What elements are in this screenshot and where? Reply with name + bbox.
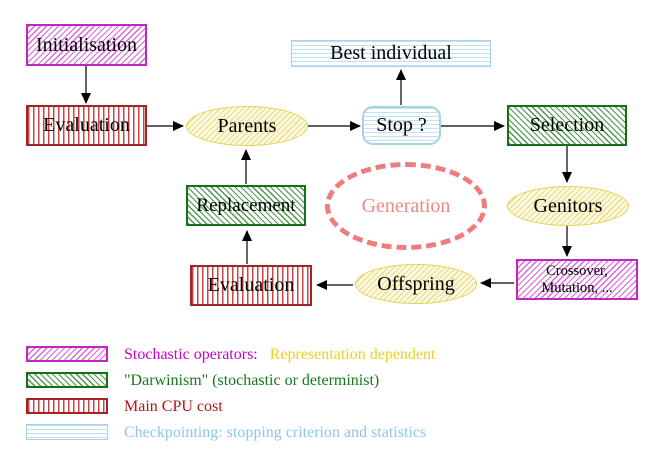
node-replacement: Replacement [186,185,306,226]
node-best-individual: Best individual [291,40,491,67]
legend-label-stochastic-operators: Stochastic operators: Representation depe… [124,345,435,364]
legend-swatch-darwinism [26,372,108,388]
legend-swatch-stochastic-operators [26,346,108,362]
legend-swatch-cpu-cost [26,398,108,414]
node-selection: Selection [507,105,627,146]
node-offspring: Offspring [355,264,477,304]
node-evaluation-bottom: Evaluation [190,265,312,306]
legend-swatch-checkpointing [26,424,108,440]
legend-label-cpu-cost: Main CPU cost [124,398,223,415]
crossover-line2: Mutation, ... [541,279,613,296]
node-generation: Generation [325,162,487,250]
legend-label-checkpointing: Checkpointing: stopping criterion and st… [124,424,427,441]
node-evaluation-top: Evaluation [26,105,147,146]
node-crossover-mutation: Crossover, Mutation, ... [516,259,638,300]
legend-text-stochastic-operators: Stochastic operators: [124,346,258,363]
legend-label-darwinism: "Darwinism" (stochastic or determinist) [124,372,380,389]
node-initialisation: Initialisation [26,24,147,66]
legend-text-representation-dependent: Representation dependent [269,346,436,363]
crossover-line1: Crossover, [546,262,608,279]
node-parents: Parents [186,106,308,146]
node-genitors: Genitors [507,186,629,226]
node-stop: Stop ? [362,106,441,145]
